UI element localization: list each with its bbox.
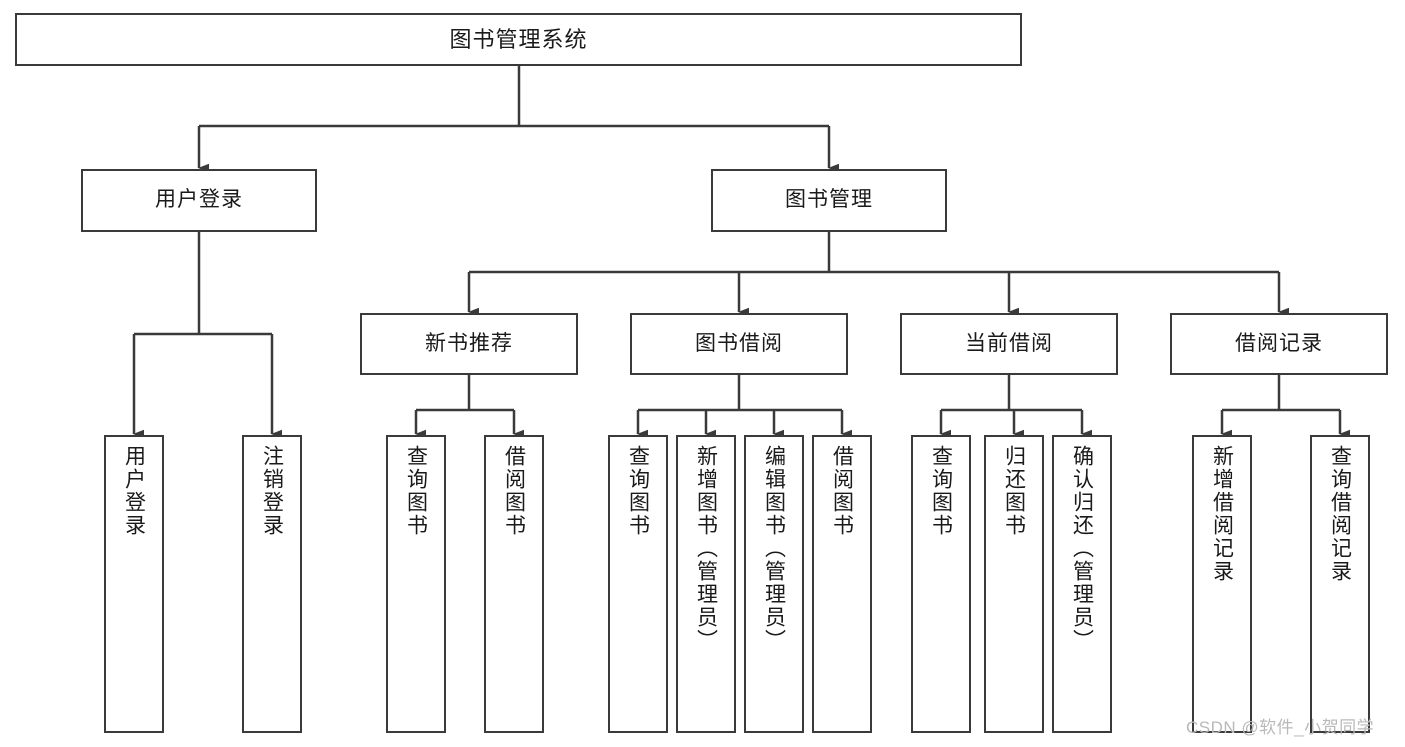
node-leaf-user-logout[interactable]: 注销登录	[242, 435, 302, 733]
node-leaf-rec-query-book[interactable]: 查询图书	[386, 435, 446, 733]
node-new-book-rec[interactable]: 新书推荐	[360, 313, 578, 375]
node-leaf-cur-confirm-return[interactable]: 确认归还（管理员）	[1052, 435, 1112, 733]
watermark: CSDN @软件_小贺同学	[1186, 718, 1375, 737]
node-borrow-record-label: 借阅记录	[1235, 331, 1323, 355]
node-leaf-rec-query-book-label: 查询图书	[404, 445, 428, 537]
node-book-borrow[interactable]: 图书借阅	[630, 313, 848, 375]
node-leaf-borrow-add-book[interactable]: 新增图书（管理员）	[676, 435, 736, 733]
node-book-manage-label: 图书管理	[785, 188, 873, 212]
node-leaf-borrow-lend-book-label: 借阅图书	[830, 445, 854, 537]
node-leaf-user-logout-label: 注销登录	[260, 445, 284, 537]
node-leaf-borrow-edit-book[interactable]: 编辑图书（管理员）	[744, 435, 804, 733]
node-leaf-rec-add-record-label: 新增借阅记录	[1210, 445, 1234, 583]
node-new-book-rec-label: 新书推荐	[425, 331, 513, 355]
node-leaf-rec-add-record[interactable]: 新增借阅记录	[1192, 435, 1252, 733]
node-leaf-cur-confirm-return-label: 确认归还（管理员）	[1070, 445, 1094, 652]
node-root-label: 图书管理系统	[449, 26, 588, 52]
node-leaf-rec-query-record-label: 查询借阅记录	[1328, 445, 1352, 583]
node-root[interactable]: 图书管理系统	[15, 13, 1022, 66]
node-leaf-borrow-edit-book-label: 编辑图书（管理员）	[762, 445, 786, 652]
node-leaf-rec-borrow-book[interactable]: 借阅图书	[484, 435, 544, 733]
node-leaf-rec-borrow-book-label: 借阅图书	[502, 445, 526, 537]
node-leaf-cur-return-book[interactable]: 归还图书	[984, 435, 1044, 733]
node-leaf-borrow-query-book[interactable]: 查询图书	[608, 435, 668, 733]
node-leaf-rec-query-record[interactable]: 查询借阅记录	[1310, 435, 1370, 733]
node-book-manage[interactable]: 图书管理	[711, 169, 947, 232]
node-leaf-cur-query-book[interactable]: 查询图书	[911, 435, 971, 733]
node-leaf-borrow-lend-book[interactable]: 借阅图书	[812, 435, 872, 733]
node-user-login[interactable]: 用户登录	[81, 169, 317, 232]
node-leaf-borrow-add-book-label: 新增图书（管理员）	[694, 445, 718, 652]
node-leaf-borrow-query-book-label: 查询图书	[626, 445, 650, 537]
node-leaf-user-login[interactable]: 用户登录	[104, 435, 164, 733]
node-borrow-record[interactable]: 借阅记录	[1170, 313, 1388, 375]
node-current-borrow-label: 当前借阅	[965, 331, 1053, 355]
node-leaf-cur-query-book-label: 查询图书	[929, 445, 953, 537]
node-book-borrow-label: 图书借阅	[695, 331, 783, 355]
node-leaf-cur-return-book-label: 归还图书	[1002, 445, 1026, 537]
node-user-login-label: 用户登录	[155, 188, 243, 212]
node-current-borrow[interactable]: 当前借阅	[900, 313, 1118, 375]
node-leaf-user-login-label: 用户登录	[122, 445, 146, 537]
